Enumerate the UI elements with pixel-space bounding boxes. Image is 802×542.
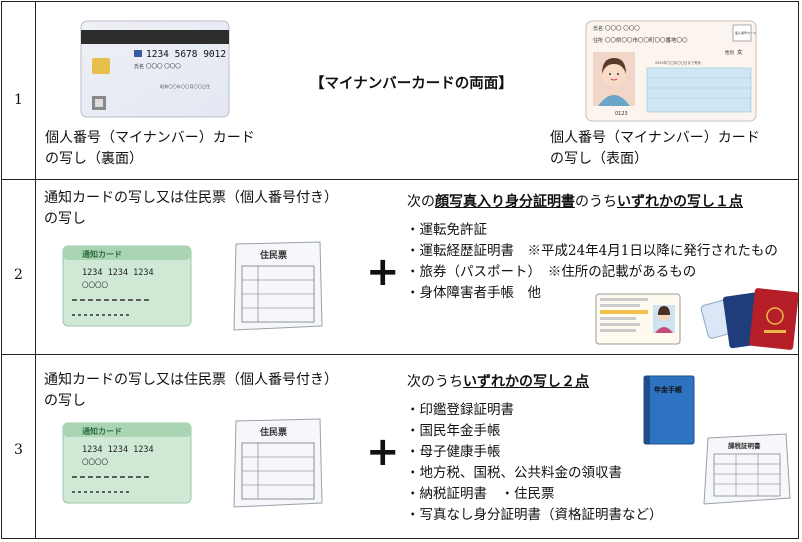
svg-text:住民票: 住民票 <box>260 426 287 438</box>
row3-left-line1: 通知カードの写し又は住民票（個人番号付き） <box>44 372 338 388</box>
photo-id-list: ・運転免許証 ・運転経歴証明書 ※平成24年4月1日以降に発行されたもの ・旅券… <box>406 220 778 304</box>
card-both-sides-title: 【マイナンバーカードの両面】 <box>310 76 513 92</box>
svg-text:年金手帳: 年金手帳 <box>654 385 682 394</box>
svg-text:女: 女 <box>737 48 743 56</box>
svg-text:0123: 0123 <box>615 111 628 117</box>
svg-text:1234 1234 1234: 1234 1234 1234 <box>82 445 154 455</box>
notice-card-icon: 通知カード 1234 1234 1234 〇〇〇〇 <box>62 422 192 504</box>
svg-text:氏名: 氏名 <box>593 25 603 32</box>
row-divider-1 <box>2 179 798 180</box>
row2-left-line1: 通知カードの写し又は住民票（個人番号付き） <box>44 190 338 206</box>
pension-book-icon: 年金手帳 <box>643 375 695 445</box>
drivers-license-icon <box>595 293 681 345</box>
row-number-3: 3 <box>14 442 23 458</box>
svg-text:住所: 住所 <box>593 37 603 44</box>
svg-text:1234 1234 1234: 1234 1234 1234 <box>82 268 154 278</box>
svg-text:〇〇〇 〇〇〇: 〇〇〇 〇〇〇 <box>146 63 181 70</box>
row-number-1: 1 <box>14 92 23 108</box>
row2-left-line2: の写し <box>44 211 86 227</box>
list-item: ・運転免許証 <box>406 222 487 238</box>
column-divider <box>35 2 36 538</box>
svg-text:2025年〇〇月〇〇日まで有効: 2025年〇〇月〇〇日まで有効 <box>655 60 702 65</box>
row-number-2: 2 <box>14 267 23 283</box>
row3-heading: 次のうちいずれかの写し２点 <box>407 374 589 390</box>
row2-heading: 次の顔写真入り身分証明書のうちいずれかの写し１点 <box>407 194 743 210</box>
list-item: ・印鑑登録証明書 <box>406 402 514 418</box>
front-caption-line1: 個人番号（マイナンバー）カード <box>550 130 760 146</box>
svg-text:〇〇〇 〇〇〇: 〇〇〇 〇〇〇 <box>605 25 640 32</box>
svg-text:通知カード: 通知カード <box>82 426 122 436</box>
juminhyo-icon: 住民票 <box>233 241 323 331</box>
back-caption-line1: 個人番号（マイナンバー）カード <box>45 130 255 146</box>
list-item: ・母子健康手帳 <box>406 444 501 460</box>
document-list: ・印鑑登録証明書 ・国民年金手帳 ・母子健康手帳 ・地方税、国税、公共料金の領収… <box>406 400 663 526</box>
svg-text:個人番号カード: 個人番号カード <box>735 30 756 35</box>
row3-left-line2: の写し <box>44 393 86 409</box>
tax-certificate-icon: 課税証明書 <box>703 433 791 505</box>
svg-text:〇〇県〇〇市〇〇町〇〇番地〇〇: 〇〇県〇〇市〇〇町〇〇番地〇〇 <box>605 36 688 44</box>
passport-icon <box>700 288 799 350</box>
notice-card-icon: 通知カード 1234 1234 1234 〇〇〇〇 <box>62 245 192 327</box>
svg-text:住民票: 住民票 <box>260 249 287 261</box>
svg-text:昭和〇〇年〇〇月〇〇日生: 昭和〇〇年〇〇月〇〇日生 <box>160 83 210 90</box>
list-item: ・身体障害者手帳 他 <box>406 285 541 301</box>
juminhyo-icon: 住民票 <box>233 418 323 508</box>
plus-sign-row3: + <box>366 429 400 475</box>
svg-text:氏名: 氏名 <box>134 63 144 70</box>
front-caption-line2: の写し（表面） <box>550 151 648 167</box>
row-divider-2 <box>2 354 798 355</box>
list-item: ・旅券（パスポート） ※住所の記載があるもの <box>406 264 697 280</box>
back-caption-line2: の写し（裏面） <box>45 151 143 167</box>
list-item: ・納税証明書 ・住民票 <box>406 486 555 502</box>
svg-text:通知カード: 通知カード <box>82 249 122 259</box>
list-item: ・運転経歴証明書 ※平成24年4月1日以降に発行されたもの <box>406 243 778 259</box>
svg-text:性別: 性別 <box>725 49 734 56</box>
mynumber-card-front-icon: 氏名 〇〇〇 〇〇〇 住所 〇〇県〇〇市〇〇町〇〇番地〇〇 個人番号カード 性別… <box>585 20 757 122</box>
plus-sign-row2: + <box>366 249 400 295</box>
mynumber-card-back-icon: 1234 5678 9012 氏名 〇〇〇 〇〇〇 昭和〇〇年〇〇月〇〇日生 <box>80 20 230 118</box>
svg-text:〇〇〇〇: 〇〇〇〇 <box>82 281 109 289</box>
svg-text:1234 5678 9012: 1234 5678 9012 <box>146 49 226 60</box>
svg-text:〇〇〇〇: 〇〇〇〇 <box>82 458 109 466</box>
list-item: ・写真なし身分証明書（資格証明書など） <box>406 507 663 523</box>
list-item: ・国民年金手帳 <box>406 423 501 439</box>
list-item: ・地方税、国税、公共料金の領収書 <box>406 465 622 481</box>
svg-text:課税証明書: 課税証明書 <box>728 441 761 450</box>
